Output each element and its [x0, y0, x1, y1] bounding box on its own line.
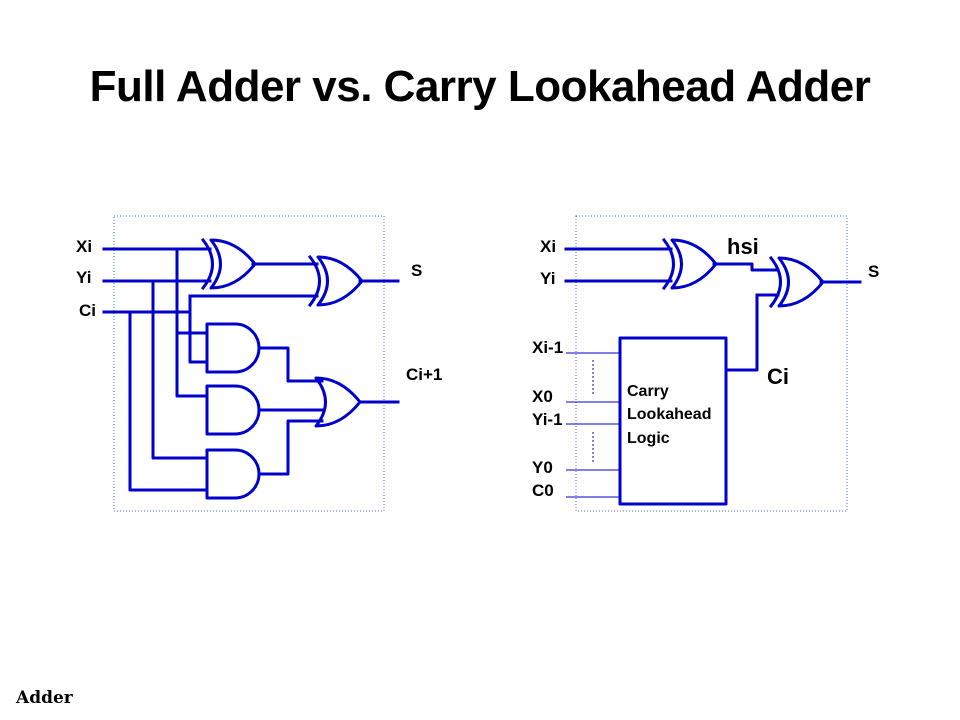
full-adder-input-y: Yi [76, 268, 91, 287]
cla-block-input-lines [566, 352, 620, 498]
cla-frame [575, 215, 848, 512]
cla-block-input-xi-1: Xi-1 [532, 338, 563, 357]
and-gate-3 [205, 448, 261, 500]
cla-circuit: Xi Yi hsi S Ci Carry Lookahead Logic Xi-… [532, 215, 879, 512]
full-adder-sum-label: S [411, 261, 422, 280]
cla-block-line-3: Logic [627, 430, 670, 447]
cla-input-y: Yi [540, 269, 555, 288]
cla-block-input-yi-1: Yi-1 [532, 410, 563, 429]
cla-block-input-y0: Y0 [532, 458, 553, 477]
cla-xor-gate-2 [768, 255, 825, 309]
full-adder-wires [102, 247, 400, 492]
carry-lookahead-block [618, 336, 728, 506]
full-adder-input-c: Ci [79, 301, 96, 320]
full-adder-input-x: Xi [76, 237, 92, 256]
cla-block-line-2: Lookahead [627, 406, 711, 423]
page-title: Full Adder vs. Carry Lookahead Adder [89, 62, 871, 111]
xor-gate-1 [200, 237, 257, 291]
or-gate-carry [314, 376, 362, 428]
xor-gate-2 [307, 254, 364, 308]
full-adder-carry-label: Ci+1 [406, 365, 442, 384]
cla-wires [564, 247, 862, 372]
and-gate-1 [205, 322, 261, 374]
and-gate-2 [205, 384, 261, 436]
cla-carry-label: Ci [767, 364, 789, 389]
cla-sum-label: S [868, 262, 879, 281]
full-adder-frame [113, 215, 385, 512]
cla-half-sum-label: hsi [727, 234, 759, 259]
cla-input-x: Xi [540, 237, 556, 256]
footer-label: Adder [16, 688, 73, 708]
cla-block-line-1: Carry [627, 383, 669, 400]
cla-block-input-x0: X0 [532, 387, 553, 406]
cla-xor-gate-1 [661, 237, 718, 291]
full-adder-circuit: Xi Yi Ci S Ci+1 [76, 215, 442, 512]
cla-block-input-c0: C0 [532, 481, 554, 500]
